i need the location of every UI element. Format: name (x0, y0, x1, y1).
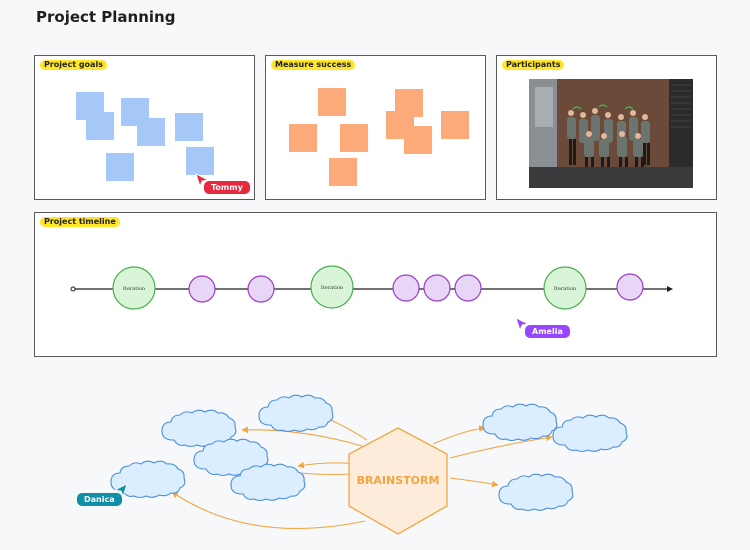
timeline-step[interactable] (247, 275, 275, 303)
frame-label-participants[interactable]: Participants (502, 60, 565, 70)
team-photo-image (529, 79, 693, 188)
sticky-note[interactable] (340, 124, 368, 152)
sticky-note[interactable] (86, 112, 114, 140)
idea-cloud[interactable] (498, 473, 574, 512)
cursor-label-danica: Danica (77, 493, 122, 506)
milestone-label: Iteration (321, 285, 344, 291)
cursor-arrow-icon (195, 173, 210, 188)
idea-cloud[interactable] (552, 414, 628, 453)
milestone-label: Iteration (554, 286, 577, 292)
milestone-label: Iteration (123, 286, 146, 292)
brainstorm-hexagon[interactable]: BRAINSTORM (348, 427, 448, 535)
timeline-milestone[interactable]: Iteration (543, 266, 587, 310)
idea-cloud[interactable] (161, 409, 237, 448)
timeline-step[interactable] (188, 275, 216, 303)
idea-cloud[interactable] (230, 463, 306, 502)
timeline-step[interactable] (423, 274, 451, 302)
sticky-note[interactable] (404, 126, 432, 154)
frame-label-project-timeline[interactable]: Project timeline (40, 217, 120, 227)
cursor-label-amelia: Amelia (525, 325, 570, 338)
idea-cloud[interactable] (258, 394, 334, 433)
idea-cloud[interactable] (193, 438, 269, 477)
cursor-label-tommy: Tommy (204, 181, 250, 194)
sticky-note[interactable] (106, 153, 134, 181)
idea-cloud[interactable] (482, 403, 558, 442)
sticky-note[interactable] (186, 147, 214, 175)
sticky-note[interactable] (441, 111, 469, 139)
frame-label-project-goals[interactable]: Project goals (40, 60, 107, 70)
team-photo[interactable] (529, 79, 693, 188)
sticky-note[interactable] (289, 124, 317, 152)
sticky-note[interactable] (175, 113, 203, 141)
sticky-note[interactable] (137, 118, 165, 146)
brainstorm-label: BRAINSTORM (357, 474, 440, 487)
sticky-note[interactable] (329, 158, 357, 186)
timeline-milestone[interactable]: Iteration (112, 266, 156, 310)
frame-label-measure-success[interactable]: Measure success (271, 60, 356, 70)
timeline-arrowhead-icon (667, 286, 673, 292)
timeline-step[interactable] (454, 274, 482, 302)
board-title: Project Planning (36, 8, 176, 26)
timeline-step[interactable] (616, 273, 644, 301)
timeline-milestone[interactable]: Iteration (310, 265, 354, 309)
cursor-arrow-icon (515, 317, 530, 332)
timeline-step[interactable] (392, 274, 420, 302)
sticky-note[interactable] (318, 88, 346, 116)
timeline-start-dot (70, 286, 76, 292)
cursor-arrow-icon (113, 483, 128, 498)
idea-cloud[interactable] (110, 460, 186, 499)
